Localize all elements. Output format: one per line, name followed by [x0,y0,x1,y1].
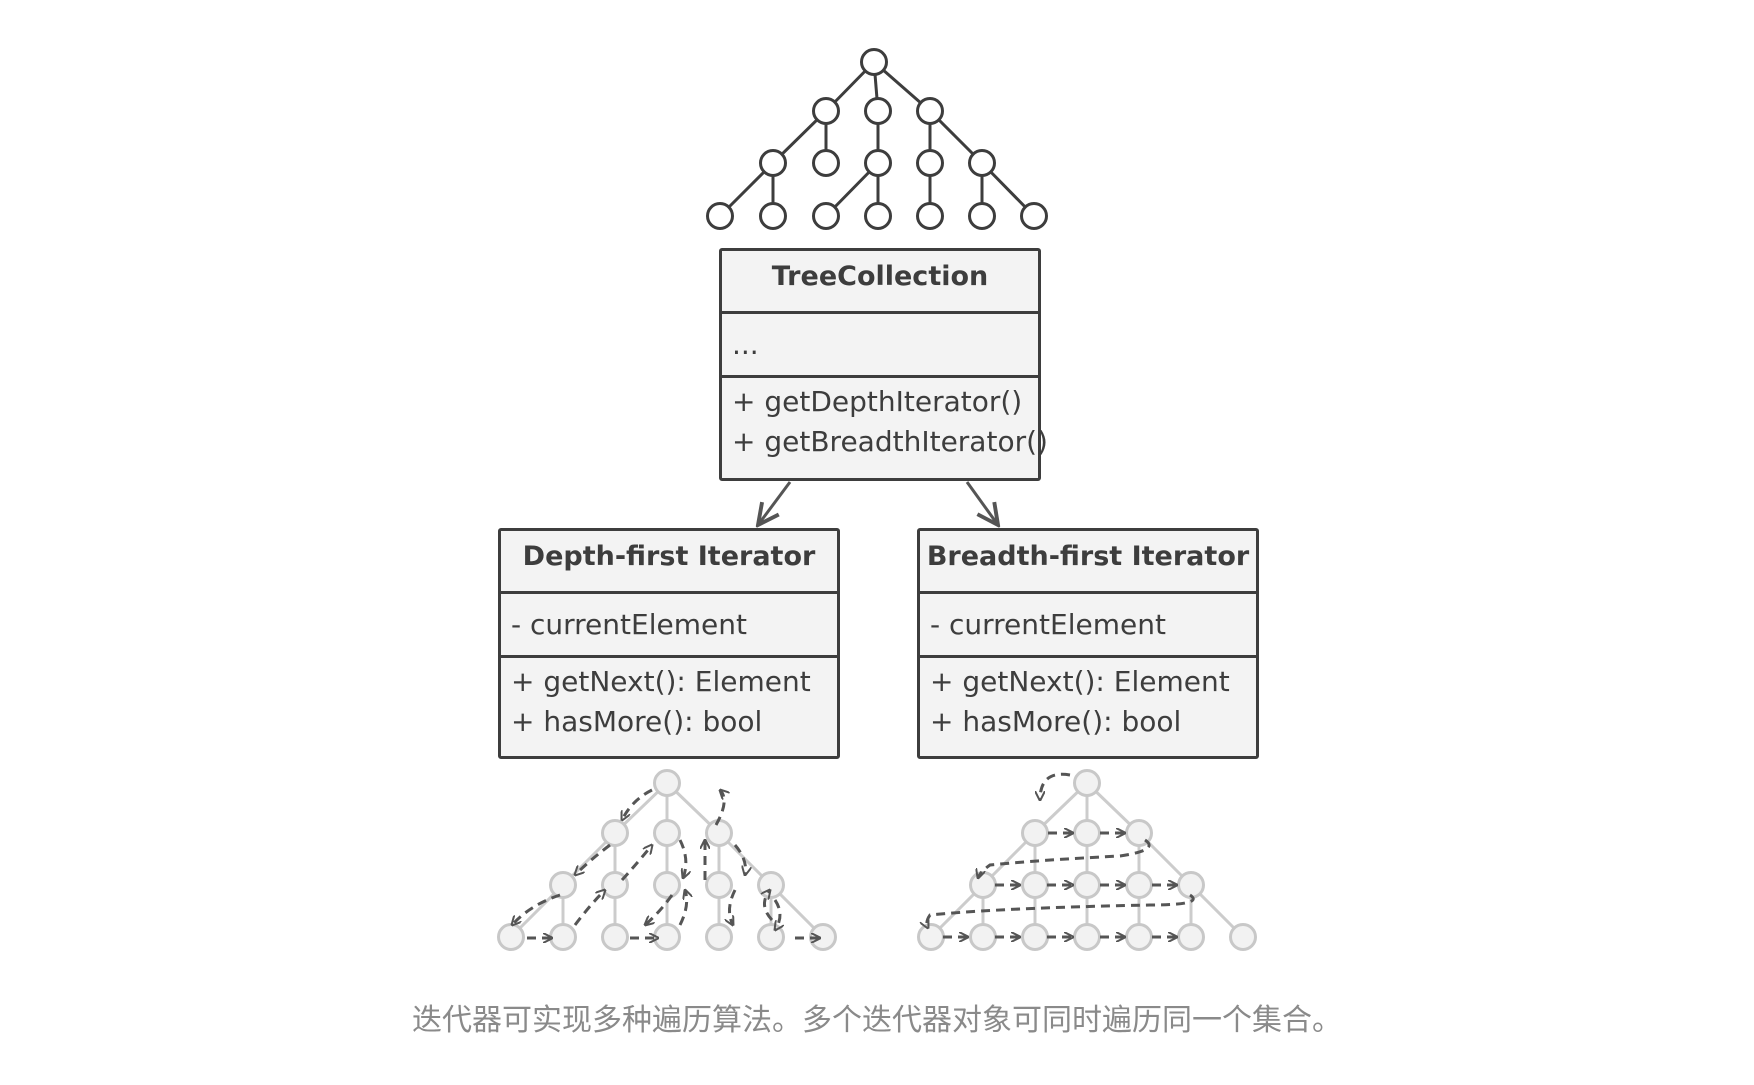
tree-node [1073,923,1101,951]
tree-node [1177,871,1205,899]
tree-node [916,97,944,125]
depth-traversal-arrow [764,890,774,922]
tree-node [1021,871,1049,899]
tree-node [653,923,681,951]
tree-node [1125,871,1153,899]
depth-traversal-arrow [512,893,561,925]
tree-node [759,202,787,230]
depth-traversal-arrow [678,890,687,926]
tree-node [1073,819,1101,847]
breadth-first-iterator-class: Breadth-first Iterator - currentElement … [917,528,1259,759]
tree-node [864,149,892,177]
breadth-first-traversal-illustration [917,769,1257,951]
tree-node [812,97,840,125]
method-line: + hasMore(): bool [511,705,763,738]
tree-node [916,149,944,177]
tree-node [968,149,996,177]
tree-node [1021,923,1049,951]
tree-node [705,819,733,847]
tree-node [860,48,888,76]
depth-traversal-arrow [573,890,605,926]
tree-node [601,923,629,951]
tree-node [812,202,840,230]
breadth-traversal-arrow [978,838,1151,878]
tree-node [1020,202,1048,230]
depth-traversal-arrow [714,790,724,826]
tree-node [549,871,577,899]
class-methods: + getDepthIterator() + getBreadthIterato… [722,375,1048,466]
depth-traversal-arrow [678,839,686,878]
breadth-traversal-arrow [927,893,1195,928]
tree-node [759,149,787,177]
depth-traversal-arrow [775,899,780,930]
depth-first-traversal-illustration [497,769,837,951]
tree-node [653,819,681,847]
method-line: + getBreadthIterator() [732,425,1048,458]
tree-node [864,97,892,125]
field-line: - currentElement [511,608,747,641]
tree-node [1125,819,1153,847]
class-name: Breadth-first Iterator [926,541,1250,572]
tree-node [705,923,733,951]
class-methods: + getNext(): Element + hasMore(): bool [920,655,1256,746]
tree-node [653,871,681,899]
tree-node [706,202,734,230]
depth-traversal-arrow [575,843,611,875]
association-arrow-breadth [965,481,998,525]
class-name: TreeCollection [771,261,989,292]
tree-node [916,202,944,230]
tree-node [1125,923,1153,951]
method-line: + hasMore(): bool [930,705,1182,738]
tree-node [917,923,945,951]
tree-node [653,769,681,797]
breadth-traversal-arrow [1040,772,1071,800]
tree-node [497,923,525,951]
tree-node [1177,923,1205,951]
tree-node [549,923,577,951]
tree-node [1021,819,1049,847]
tree-node [705,871,733,899]
depth-traversal-arrow [645,894,674,925]
depth-traversal-arrow [622,788,653,820]
tree-structure-illustration [706,48,1048,230]
depth-traversal-arrow [733,844,746,875]
class-methods: + getNext(): Element + hasMore(): bool [501,655,837,746]
class-fields: - currentElement [920,591,1256,655]
tree-node [969,871,997,899]
depth-traversal-arrow [729,889,737,925]
tree-node [1073,769,1101,797]
association-arrow-depth [758,481,792,525]
field-line: ... [732,328,759,361]
tree-node [969,923,997,951]
tree-node [757,923,785,951]
tree-node [601,819,629,847]
tree-collection-class: TreeCollection ... + getDepthIterator() … [719,248,1048,481]
tree-node [1229,923,1257,951]
tree-node [1073,871,1101,899]
depth-first-iterator-class: Depth-first Iterator - currentElement + … [498,528,840,759]
method-line: + getNext(): Element [511,665,811,698]
class-fields: ... [722,311,1038,375]
field-line: - currentElement [930,608,1166,641]
depth-traversal-arrow [620,845,652,882]
class-name: Depth-first Iterator [522,541,816,572]
method-line: + getNext(): Element [930,665,1230,698]
class-fields: - currentElement [501,591,837,655]
tree-node [864,202,892,230]
tree-node [757,871,785,899]
tree-node [968,202,996,230]
tree-node [812,149,840,177]
method-line: + getDepthIterator() [732,385,1023,418]
caption-text: 迭代器可实现多种遍历算法。多个迭代器对象可同时遍历同一个集合。 [412,1003,1342,1038]
